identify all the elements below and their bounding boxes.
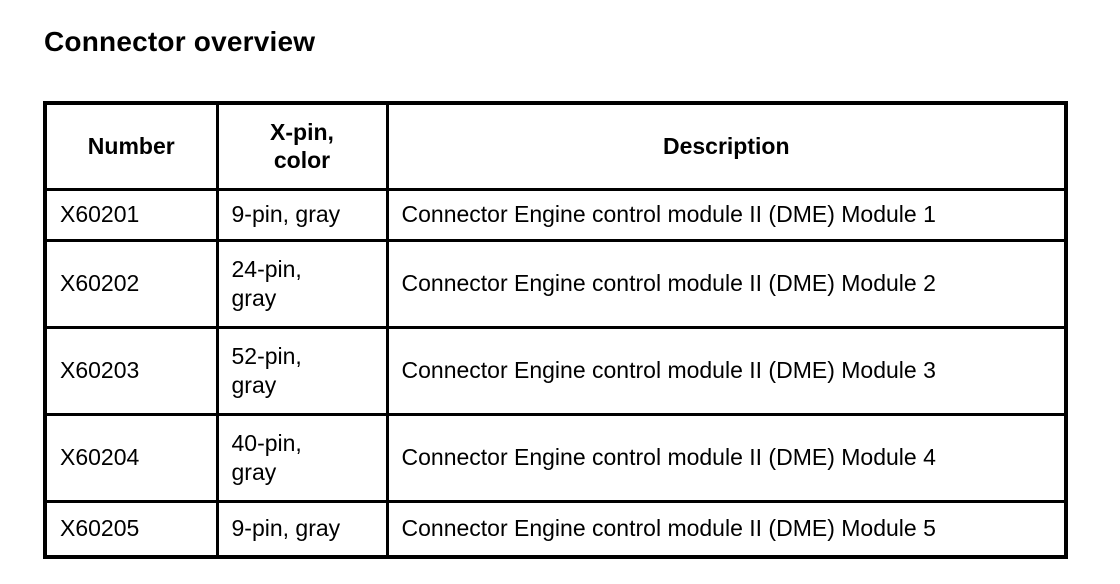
connector-overview-table: Number X-pin, color Description X60201 9…	[43, 101, 1068, 559]
cell-pin-color: 40-pin, gray	[215, 412, 389, 503]
cell-description: Connector Engine control module II (DME)…	[385, 238, 1068, 329]
cell-description: Connector Engine control module II (DME)…	[385, 187, 1068, 242]
table-header-row: Number X-pin, color Description	[43, 101, 1068, 191]
cell-description: Connector Engine control module II (DME)…	[385, 499, 1068, 559]
cell-description: Connector Engine control module II (DME)…	[385, 412, 1068, 503]
cell-number: X60202	[43, 238, 219, 329]
cell-pin-color: 52-pin, gray	[215, 325, 389, 416]
cell-pin-color: 24-pin, gray	[215, 238, 389, 329]
table-row: X60204 40-pin, gray Connector Engine con…	[43, 412, 1068, 503]
cell-pin-color: 9-pin, gray	[215, 499, 389, 559]
column-header-number: Number	[43, 101, 219, 191]
cell-description: Connector Engine control module II (DME)…	[385, 325, 1068, 416]
column-header-description: Description	[385, 101, 1068, 191]
cell-number: X60203	[43, 325, 219, 416]
table-row: X60203 52-pin, gray Connector Engine con…	[43, 325, 1068, 416]
cell-number: X60201	[43, 187, 219, 242]
cell-pin-color: 9-pin, gray	[215, 187, 389, 242]
cell-number: X60205	[43, 499, 219, 559]
cell-number: X60204	[43, 412, 219, 503]
table-row: X60201 9-pin, gray Connector Engine cont…	[43, 187, 1068, 242]
table-row: X60205 9-pin, gray Connector Engine cont…	[43, 499, 1068, 559]
column-header-pin-color: X-pin, color	[215, 101, 389, 191]
page-title: Connector overview	[44, 26, 316, 57]
table-row: X60202 24-pin, gray Connector Engine con…	[43, 238, 1068, 329]
